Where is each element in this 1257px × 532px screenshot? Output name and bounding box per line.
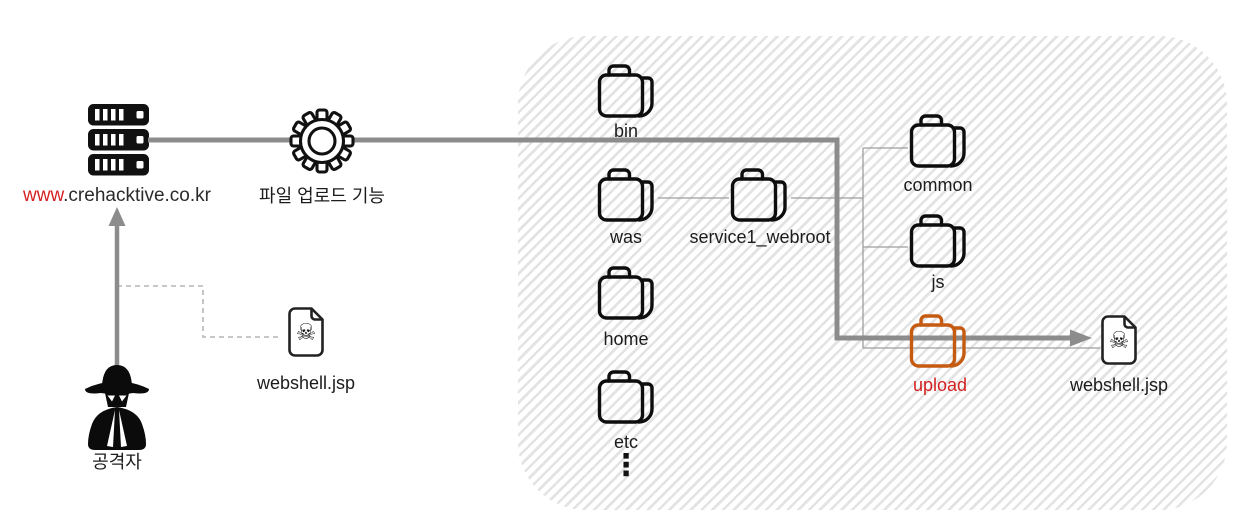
attacker-label: 공격자 — [92, 452, 142, 472]
domain-rest: .crehacktive.co.kr — [63, 185, 211, 206]
folder-label-common: common — [903, 175, 973, 195]
more-folders-ellipsis: ⋮ — [611, 449, 641, 482]
webshell-file-label-right: webshell.jsp — [1069, 375, 1169, 395]
server-domain-label: www.crehacktive.co.kr — [17, 185, 217, 207]
folder-label-webroot: service1_webroot — [689, 227, 831, 247]
folder-label-js: js — [931, 272, 945, 292]
folder-label-was: was — [609, 227, 642, 247]
domain-www-highlight: www — [23, 185, 64, 206]
folder-label-etc: etc — [613, 432, 638, 452]
upload-feature-label: 파일 업로드 기능 — [259, 186, 385, 206]
folder-label-bin: bin — [613, 121, 639, 141]
folder-label-home: home — [603, 329, 649, 349]
folder-label-upload: upload — [912, 375, 968, 395]
webshell-file-label-left: webshell.jsp — [256, 373, 356, 393]
